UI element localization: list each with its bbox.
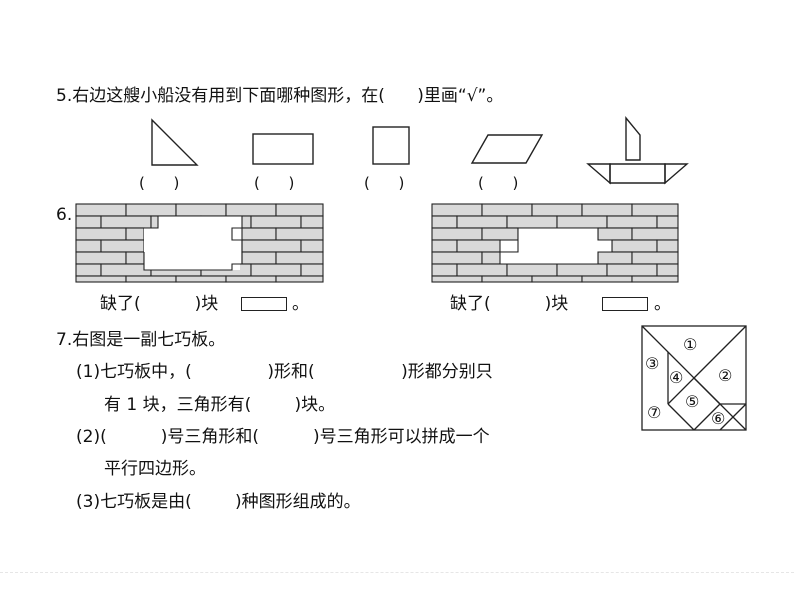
q7-part1-line1: (1)七巧板中，( )形和( )形都分别只 xyxy=(76,362,493,382)
parallelogram-shape xyxy=(470,134,544,164)
q7-part2-line2: 平行四边形。 xyxy=(104,459,206,479)
q6-left-answer: 缺了( )块 xyxy=(100,294,219,314)
q5-prompt: 5.右边这艘小船没有用到下面哪种图形，在( )里画“√”。 xyxy=(56,86,504,106)
q6-left-period: 。 xyxy=(292,294,309,314)
q6-right-answer: 缺了( )块 xyxy=(450,294,569,314)
q7-title: 7.右图是一副七巧板。 xyxy=(56,330,226,350)
tangram-label-3: ③ xyxy=(645,354,660,373)
q6-left-brick-icon xyxy=(241,297,287,311)
tangram-label-1: ① xyxy=(683,335,698,354)
q7-part1-line2: 有 1 块，三角形有( )块。 xyxy=(104,395,336,415)
square-shape xyxy=(372,126,410,165)
q6-number: 6. xyxy=(56,205,73,225)
rectangle-shape xyxy=(252,133,314,165)
tangram-label-5: ⑤ xyxy=(685,392,700,411)
q7-part2-line1: (2)( )号三角形和( )号三角形可以拼成一个 xyxy=(76,427,490,447)
boat-figure xyxy=(586,116,689,185)
q5-blank-2[interactable]: ( ) xyxy=(254,174,295,192)
q7-part3: (3)七巧板是由( )种图形组成的。 xyxy=(76,492,361,512)
tangram-label-4: ④ xyxy=(669,368,684,387)
tangram-label-2: ② xyxy=(718,366,733,385)
q6-right-brick-icon xyxy=(602,297,648,311)
triangle-shape xyxy=(151,118,199,166)
tangram-label-7: ⑦ xyxy=(647,403,662,422)
q5-blank-3[interactable]: ( ) xyxy=(364,174,405,192)
q5-blank-4[interactable]: ( ) xyxy=(478,174,519,192)
right-wall-gap xyxy=(500,228,612,264)
tangram-label-6: ⑥ xyxy=(711,409,726,428)
page-bottom-divider xyxy=(0,572,794,573)
q6-right-period: 。 xyxy=(654,294,671,314)
q5-blank-1[interactable]: ( ) xyxy=(139,174,180,192)
